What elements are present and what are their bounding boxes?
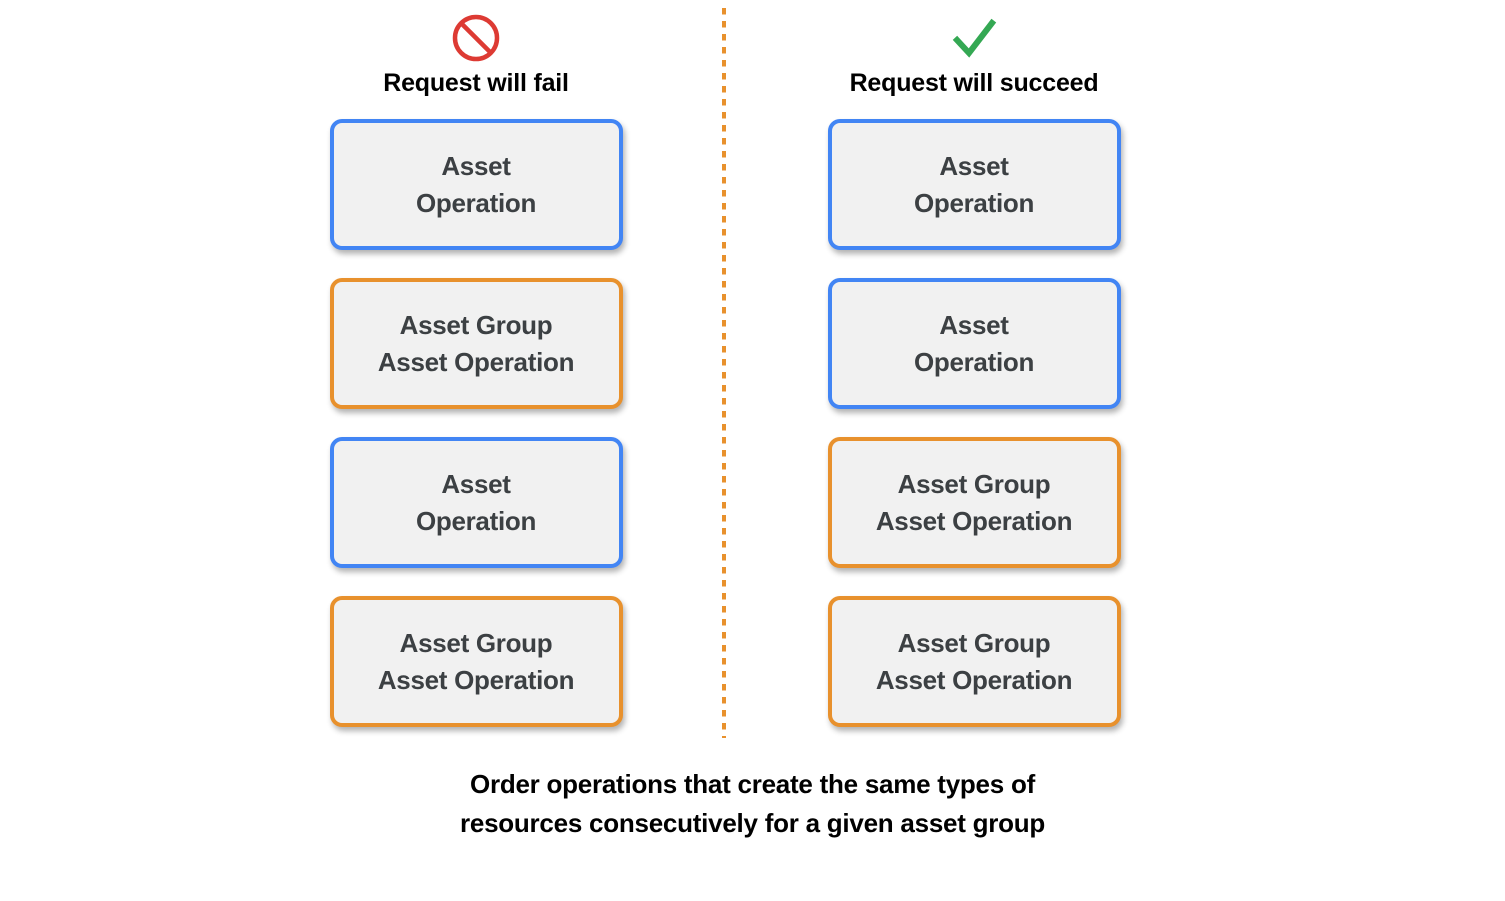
column-request-will-fail: Request will fail Asset Operation Asset … bbox=[326, 0, 626, 755]
vertical-dotted-divider bbox=[722, 8, 726, 738]
card-asset-operation[interactable]: Asset Operation bbox=[329, 119, 623, 250]
card-label: Asset Operation bbox=[913, 150, 1035, 218]
card-label: Asset Operation bbox=[415, 468, 537, 536]
card-label: Asset Operation bbox=[415, 150, 537, 218]
card-label: Asset Operation bbox=[913, 309, 1035, 377]
diagram-caption: Order operations that create the same ty… bbox=[459, 769, 1046, 838]
card-stack-succeed: Asset Operation Asset Operation Asset Gr… bbox=[824, 119, 1124, 727]
card-label: Asset Group Asset Operation bbox=[377, 627, 575, 695]
card-label: Asset Group Asset Operation bbox=[875, 627, 1073, 695]
card-asset-operation[interactable]: Asset Operation bbox=[827, 278, 1121, 409]
card-asset-operation[interactable]: Asset Operation bbox=[329, 437, 623, 568]
card-asset-group-asset-operation[interactable]: Asset Group Asset Operation bbox=[329, 278, 623, 409]
check-icon bbox=[952, 18, 997, 58]
card-asset-group-asset-operation[interactable]: Asset Group Asset Operation bbox=[827, 596, 1121, 727]
card-asset-group-asset-operation[interactable]: Asset Group Asset Operation bbox=[827, 437, 1121, 568]
card-stack-fail: Asset Operation Asset Group Asset Operat… bbox=[326, 119, 626, 727]
card-label: Asset Group Asset Operation bbox=[377, 309, 575, 377]
card-asset-operation[interactable]: Asset Operation bbox=[827, 119, 1121, 250]
column-title-succeed: Request will succeed bbox=[849, 69, 1099, 97]
prohibition-icon bbox=[452, 14, 500, 62]
card-label: Asset Group Asset Operation bbox=[875, 468, 1073, 536]
column-header-succeed: Request will succeed bbox=[824, 0, 1124, 98]
card-asset-group-asset-operation[interactable]: Asset Group Asset Operation bbox=[329, 596, 623, 727]
column-header-fail: Request will fail bbox=[326, 0, 626, 98]
column-request-will-succeed: Request will succeed Asset Operation Ass… bbox=[824, 0, 1124, 755]
column-title-fail: Request will fail bbox=[383, 69, 569, 97]
